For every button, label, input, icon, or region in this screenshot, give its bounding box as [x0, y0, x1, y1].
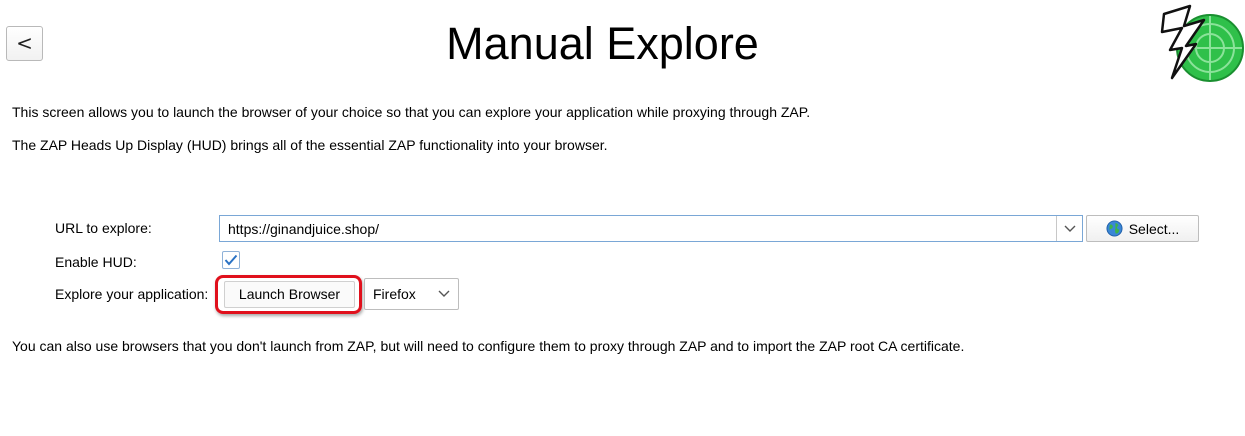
- enable-hud-label: Enable HUD:: [55, 254, 137, 270]
- select-button-label: Select...: [1128, 220, 1180, 237]
- chevron-down-icon: [1064, 225, 1075, 232]
- enable-hud-checkbox[interactable]: [222, 251, 240, 269]
- chevron-down-icon: [438, 290, 450, 297]
- url-input[interactable]: [220, 216, 1056, 241]
- hud-description: The ZAP Heads Up Display (HUD) brings al…: [12, 137, 608, 153]
- launch-browser-button[interactable]: Launch Browser: [224, 281, 355, 308]
- explore-label: Explore your application:: [55, 286, 209, 302]
- back-button[interactable]: <: [6, 26, 43, 61]
- url-combobox[interactable]: [219, 215, 1083, 242]
- intro-text: This screen allows you to launch the bro…: [12, 104, 811, 120]
- browser-selected-value: Firefox: [373, 286, 416, 302]
- page-title: Manual Explore: [446, 18, 759, 69]
- url-dropdown-button[interactable]: [1056, 216, 1082, 241]
- footer-note: You can also use browsers that you don't…: [12, 338, 965, 354]
- globe-icon: [1106, 220, 1123, 237]
- zap-logo: [1160, 4, 1244, 82]
- select-url-button[interactable]: Select...: [1086, 215, 1199, 242]
- browser-select[interactable]: Firefox: [364, 278, 459, 310]
- url-label: URL to explore:: [55, 220, 152, 236]
- checkmark-icon: [224, 254, 238, 266]
